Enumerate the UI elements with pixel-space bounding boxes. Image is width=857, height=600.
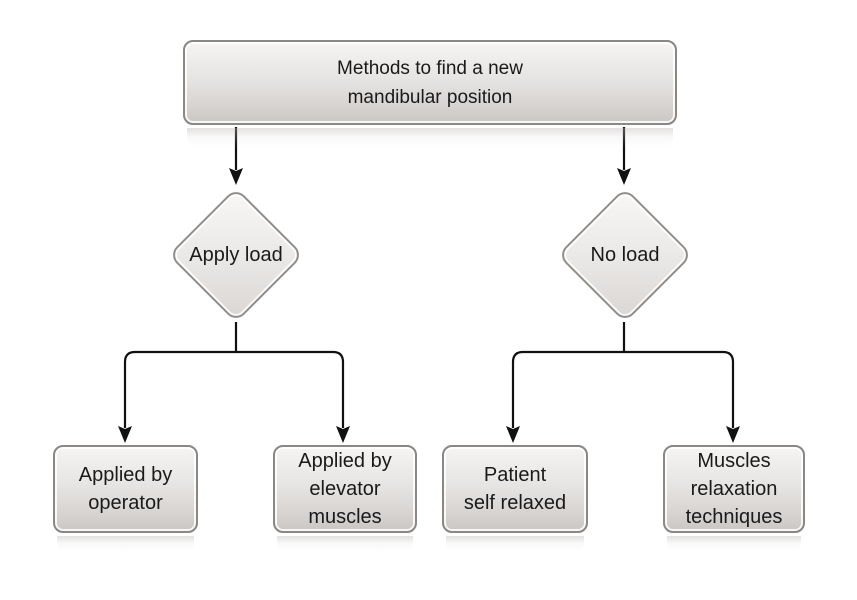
arrow-to-applied-by-operator-head [118, 426, 132, 443]
decision-apply-load-label: Apply load [189, 244, 283, 266]
decision-apply-load: Apply load [168, 187, 304, 323]
node-applied-by-elevator-muscles-label: Applied by elevator muscles [298, 450, 392, 528]
branch-apply-load [123, 322, 345, 428]
arrow-root-to-no-load-head [617, 168, 631, 185]
decision-no-load: No load [557, 187, 693, 323]
node-patient-self-relaxed: Patient self relaxed [442, 445, 588, 533]
node-applied-by-operator-label: Applied by operator [78, 464, 173, 514]
node-applied-by-elevator-muscles: Applied by elevator muscles [273, 445, 417, 533]
node-patient-self-relaxed-label: Patient self relaxed [463, 464, 567, 514]
decision-no-load-label: No load [590, 244, 660, 266]
arrow-to-applied-by-elevator-head [336, 426, 350, 443]
node-applied-by-operator: Applied by operator [53, 445, 198, 533]
arrow-to-muscles-relaxation-head [726, 426, 740, 443]
node-root-methods: Methods to find a new mandibular positio… [183, 40, 677, 125]
node-muscles-relaxation-techniques: Muscles relaxation techniques [663, 445, 805, 533]
arrow-to-patient-self-relaxed-head [506, 426, 520, 443]
arrow-root-to-apply-load-head [229, 168, 243, 185]
node-root-methods-label: Methods to find a new mandibular positio… [337, 57, 523, 108]
branch-no-load [511, 322, 735, 428]
node-muscles-relaxation-techniques-label: Muscles relaxation techniques [685, 450, 783, 528]
